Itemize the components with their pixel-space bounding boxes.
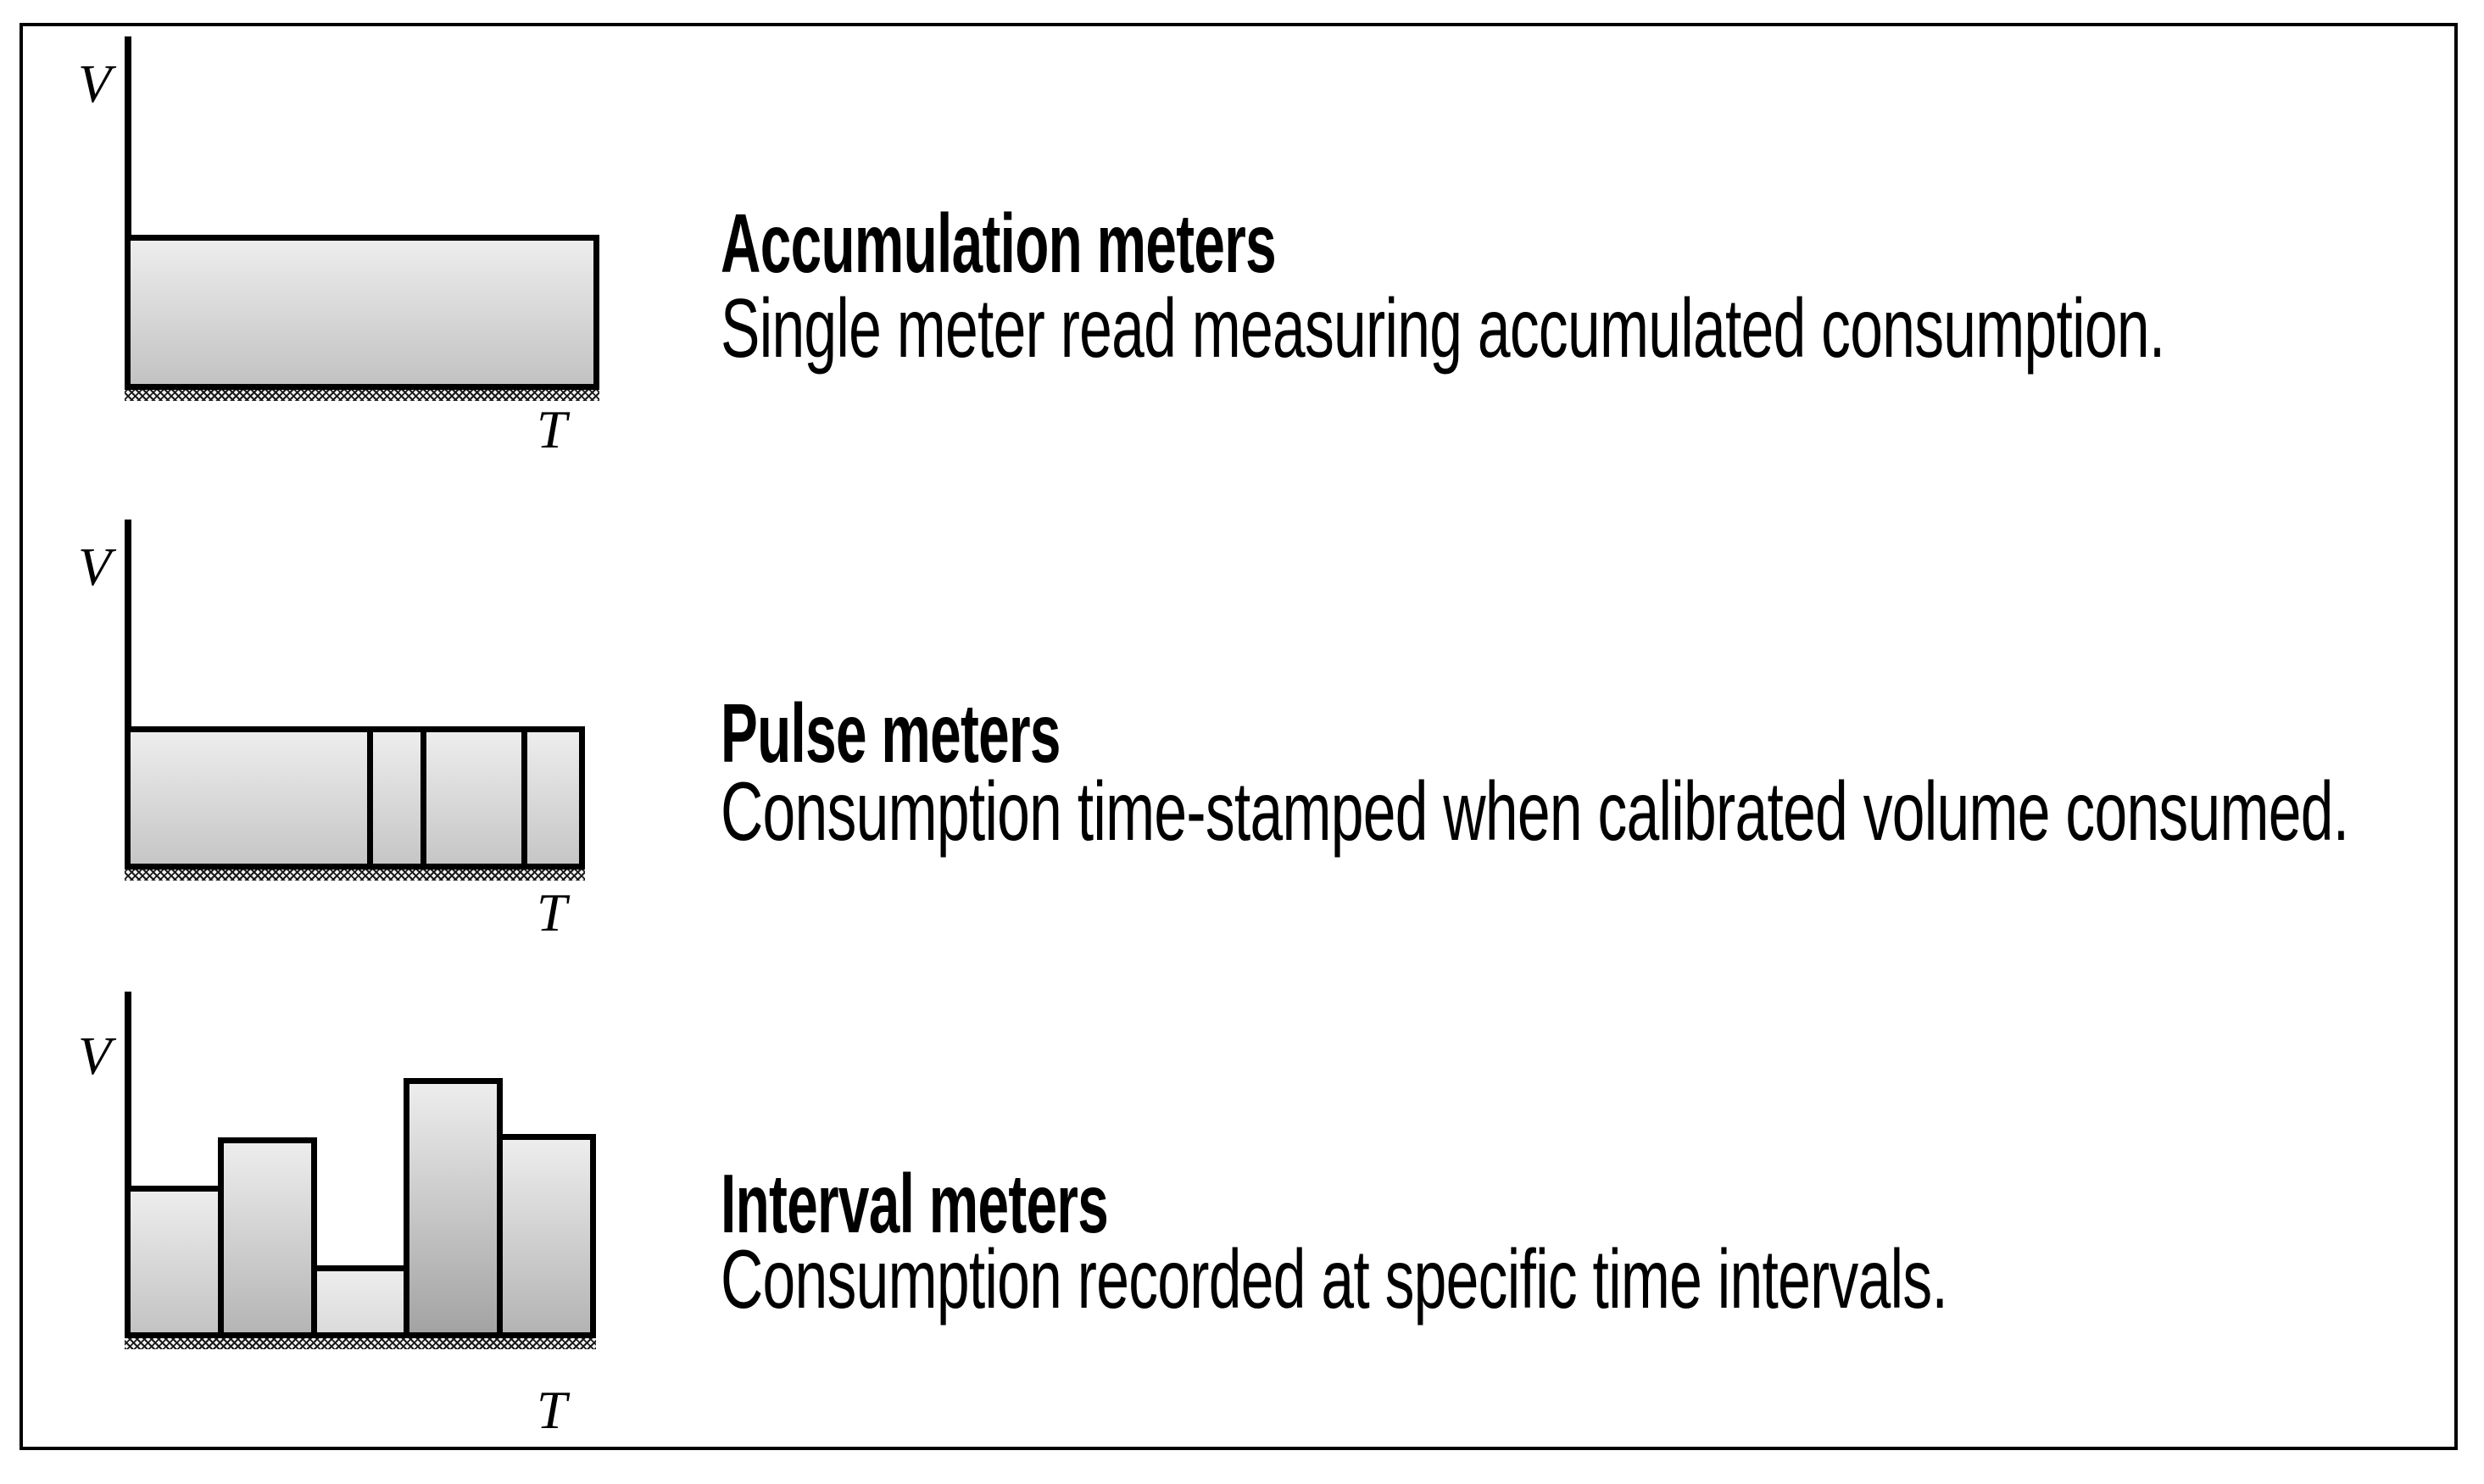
bar-segment — [521, 732, 579, 864]
plot-area — [125, 36, 599, 390]
figure-border — [19, 23, 2458, 1450]
section-description: Consumption recorded at specific time in… — [721, 1232, 1948, 1326]
v-axis-label: V — [78, 536, 112, 597]
y-axis-line — [125, 992, 131, 1338]
baseline-hatch-shadow — [125, 390, 599, 401]
plot-area — [125, 992, 596, 1338]
bar-segment — [131, 732, 368, 864]
accumulation-meter-chart: V T — [78, 36, 654, 511]
t-axis-label: T — [537, 882, 567, 942]
bar-segment — [367, 732, 421, 864]
bar — [404, 1078, 504, 1338]
section-description: Single meter read measuring accumulated … — [721, 281, 2165, 375]
baseline-hatch-shadow — [125, 870, 585, 881]
bar — [217, 1137, 317, 1338]
section-description: Consumption time-stamped when calibrated… — [721, 764, 2349, 858]
pulse-meter-chart: V T — [78, 520, 654, 994]
y-axis-line — [125, 520, 131, 870]
section-heading: Interval meters — [721, 1157, 1109, 1250]
bar — [125, 1186, 224, 1338]
bar — [125, 235, 599, 390]
t-axis-label: T — [537, 399, 567, 459]
section-heading: Accumulation meters — [721, 197, 1277, 290]
v-axis-label: V — [78, 53, 112, 114]
baseline-hatch-shadow — [125, 1338, 596, 1349]
pulse-bar-group — [125, 726, 585, 870]
interval-meter-chart: V T — [78, 992, 654, 1466]
bar — [310, 1265, 410, 1338]
t-axis-label: T — [537, 1380, 567, 1440]
v-axis-label: V — [78, 1025, 112, 1086]
y-axis-line — [125, 36, 131, 390]
plot-area — [125, 520, 585, 870]
bar-segment — [420, 732, 522, 864]
section-heading: Pulse meters — [721, 686, 1061, 780]
bar — [497, 1134, 596, 1338]
